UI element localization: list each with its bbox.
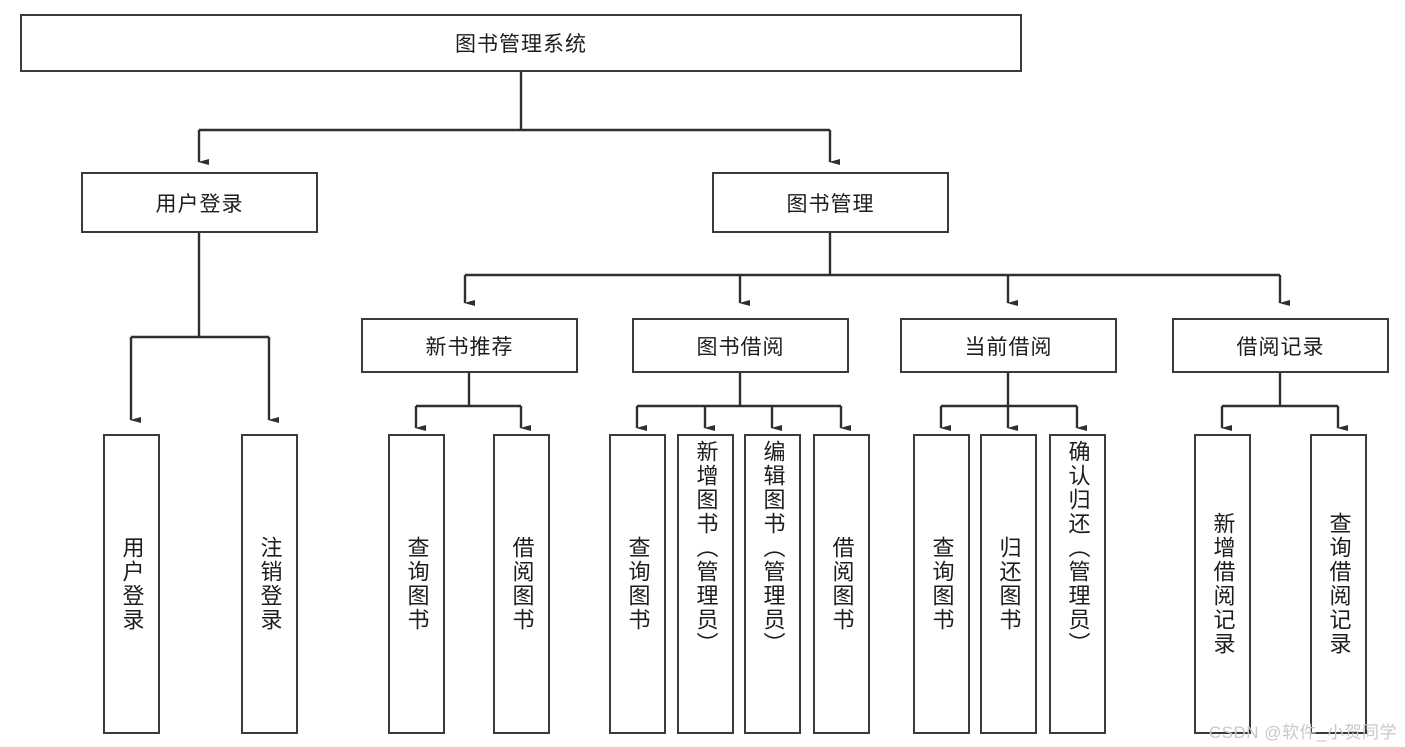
leaf-confirm-return-admin[interactable]: 确认归还（管理员） bbox=[1049, 434, 1106, 734]
node-label: 归还图书 bbox=[996, 536, 1022, 632]
node-label: 借阅记录 bbox=[1236, 335, 1325, 359]
node-book-management[interactable]: 图书管理 bbox=[712, 172, 949, 233]
node-book-borrow[interactable]: 图书借阅 bbox=[632, 318, 849, 373]
node-current-borrow[interactable]: 当前借阅 bbox=[900, 318, 1117, 373]
node-label: 查询借阅记录 bbox=[1326, 512, 1352, 656]
leaf-borrow-book-new[interactable]: 借阅图书 bbox=[493, 434, 550, 734]
leaf-query-book-current[interactable]: 查询图书 bbox=[913, 434, 970, 734]
leaf-logout[interactable]: 注销登录 bbox=[241, 434, 298, 734]
leaf-add-borrow-record[interactable]: 新增借阅记录 bbox=[1194, 434, 1251, 734]
node-label: 注销登录 bbox=[257, 536, 283, 632]
node-label: 用户登录 bbox=[155, 192, 244, 216]
node-label: 确认归还（管理员） bbox=[1065, 440, 1091, 656]
leaf-edit-book-admin[interactable]: 编辑图书（管理员） bbox=[744, 434, 801, 734]
node-label: 借阅图书 bbox=[509, 536, 535, 632]
node-label: 图书管理系统 bbox=[455, 33, 587, 56]
leaf-return-book[interactable]: 归还图书 bbox=[980, 434, 1037, 734]
csdn-watermark: CSDN @软件_小贺同学 bbox=[1208, 723, 1397, 742]
node-label: 查询图书 bbox=[929, 536, 955, 632]
node-label: 用户登录 bbox=[119, 536, 145, 632]
node-label: 图书借阅 bbox=[696, 335, 785, 359]
node-label: 新书推荐 bbox=[425, 335, 514, 359]
leaf-query-borrow-record[interactable]: 查询借阅记录 bbox=[1310, 434, 1367, 734]
leaf-query-book-new[interactable]: 查询图书 bbox=[388, 434, 445, 734]
node-borrow-record[interactable]: 借阅记录 bbox=[1172, 318, 1389, 373]
node-label: 新增借阅记录 bbox=[1210, 512, 1236, 656]
node-label: 编辑图书（管理员） bbox=[760, 440, 786, 656]
leaf-add-book-admin[interactable]: 新增图书（管理员） bbox=[677, 434, 734, 734]
node-label: 当前借阅 bbox=[964, 335, 1053, 359]
node-label: 查询图书 bbox=[404, 536, 430, 632]
leaf-user-login[interactable]: 用户登录 bbox=[103, 434, 160, 734]
node-label: 新增图书（管理员） bbox=[693, 440, 719, 656]
node-label: 借阅图书 bbox=[829, 536, 855, 632]
node-label: 图书管理 bbox=[786, 192, 875, 216]
leaf-query-book-borrow[interactable]: 查询图书 bbox=[609, 434, 666, 734]
node-root-library-system[interactable]: 图书管理系统 bbox=[20, 14, 1022, 72]
leaf-borrow-book[interactable]: 借阅图书 bbox=[813, 434, 870, 734]
node-label: 查询图书 bbox=[625, 536, 651, 632]
node-new-book-recommend[interactable]: 新书推荐 bbox=[361, 318, 578, 373]
node-user-login[interactable]: 用户登录 bbox=[81, 172, 318, 233]
